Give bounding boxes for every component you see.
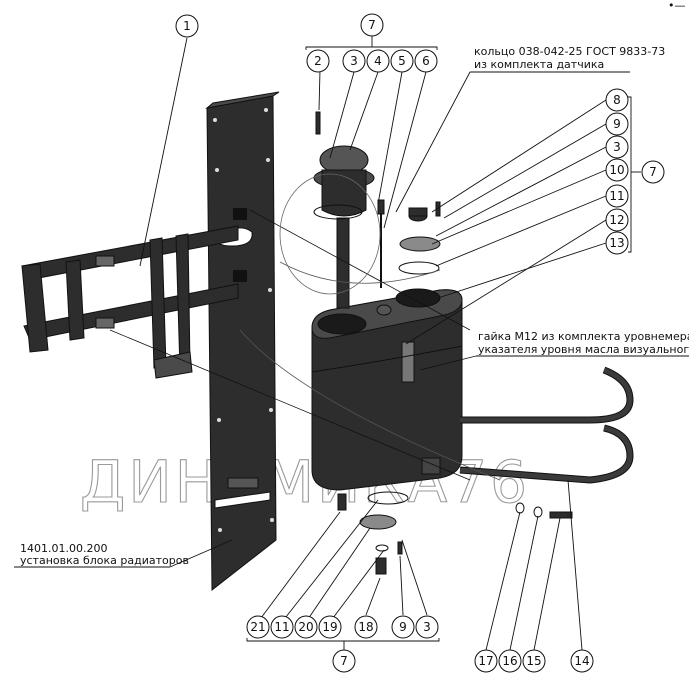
svg-text:12: 12 — [609, 213, 624, 227]
svg-text:7: 7 — [340, 654, 348, 668]
callout-3-bottom: 3 — [415, 615, 439, 639]
svg-text:3: 3 — [423, 620, 431, 634]
drain-group — [337, 491, 409, 575]
callout-20: 20 — [294, 615, 318, 639]
assembly-code: 1401.01.00.200 — [20, 542, 107, 555]
svg-text:16: 16 — [502, 654, 517, 668]
svg-text:7: 7 — [649, 165, 657, 179]
callout-3-right: 3 — [605, 135, 629, 159]
svg-text:10: 10 — [609, 163, 624, 177]
callout-17: 17 — [474, 649, 498, 673]
callout-1: 1 — [175, 14, 199, 38]
svg-text:8: 8 — [613, 93, 621, 107]
callout-15: 15 — [522, 649, 546, 673]
svg-text:19: 19 — [322, 620, 337, 634]
callout-8: 8 — [605, 88, 629, 112]
svg-text:11: 11 — [274, 620, 289, 634]
callout-19: 19 — [318, 615, 342, 639]
leader-lines — [14, 36, 689, 651]
callout-9-right: 9 — [605, 112, 629, 136]
svg-text:9: 9 — [399, 620, 407, 634]
callout-11-right: 11 — [605, 184, 629, 208]
filler-cap — [398, 201, 441, 275]
svg-text:18: 18 — [358, 620, 373, 634]
svg-text:6: 6 — [422, 54, 430, 68]
nut-annotation: гайка М12 из комплекта уровнемера или — [478, 330, 689, 343]
callout-3-top: 3 — [342, 49, 366, 73]
oil-tank — [311, 288, 463, 491]
mounting-plate — [205, 91, 280, 592]
watermark: ДИНАМИКА76 — [80, 448, 530, 516]
callout-7-right: 7 — [641, 160, 665, 184]
callout-7-bottom: 7 — [332, 649, 356, 673]
callout-6: 6 — [414, 49, 438, 73]
svg-text:17: 17 — [478, 654, 493, 668]
callout-2: 2 — [306, 49, 330, 73]
svg-text:3: 3 — [613, 140, 621, 154]
callout-12: 12 — [605, 208, 629, 232]
corner-mark: •— — [668, 0, 686, 12]
callout-11-bottom: 11 — [270, 615, 294, 639]
level-sensor — [313, 111, 385, 309]
assembly-name: установка блока радиаторов — [20, 554, 189, 567]
svg-text:4: 4 — [374, 54, 382, 68]
callout-5: 5 — [390, 49, 414, 73]
mounting-straps — [459, 366, 634, 484]
o-ring-source-annotation: из комплекта датчика — [474, 58, 604, 71]
svg-text:9: 9 — [613, 117, 621, 131]
nut-source-annotation: указателя уровня масла визуального — [478, 343, 689, 356]
svg-text:5: 5 — [398, 54, 406, 68]
radiator-brackets — [21, 225, 239, 379]
callout-14: 14 — [570, 649, 594, 673]
callout-7-top: 7 — [360, 13, 384, 37]
callout-21: 21 — [246, 615, 270, 639]
callout-9-bottom: 9 — [391, 615, 415, 639]
svg-text:3: 3 — [350, 54, 358, 68]
svg-text:15: 15 — [526, 654, 541, 668]
callout-16: 16 — [498, 649, 522, 673]
callout-18: 18 — [354, 615, 378, 639]
svg-text:20: 20 — [298, 620, 313, 634]
svg-text:11: 11 — [609, 189, 624, 203]
svg-text:2: 2 — [314, 54, 322, 68]
callout-4: 4 — [366, 49, 390, 73]
o-ring-annotation: кольцо 038-042-25 ГОСТ 9833-73 — [474, 45, 665, 58]
svg-text:7: 7 — [368, 18, 376, 32]
callout-10: 10 — [605, 158, 629, 182]
svg-text:21: 21 — [250, 620, 265, 634]
callout-13: 13 — [605, 231, 629, 255]
svg-text:13: 13 — [609, 236, 624, 250]
svg-text:14: 14 — [574, 654, 589, 668]
svg-text:1: 1 — [183, 19, 191, 33]
